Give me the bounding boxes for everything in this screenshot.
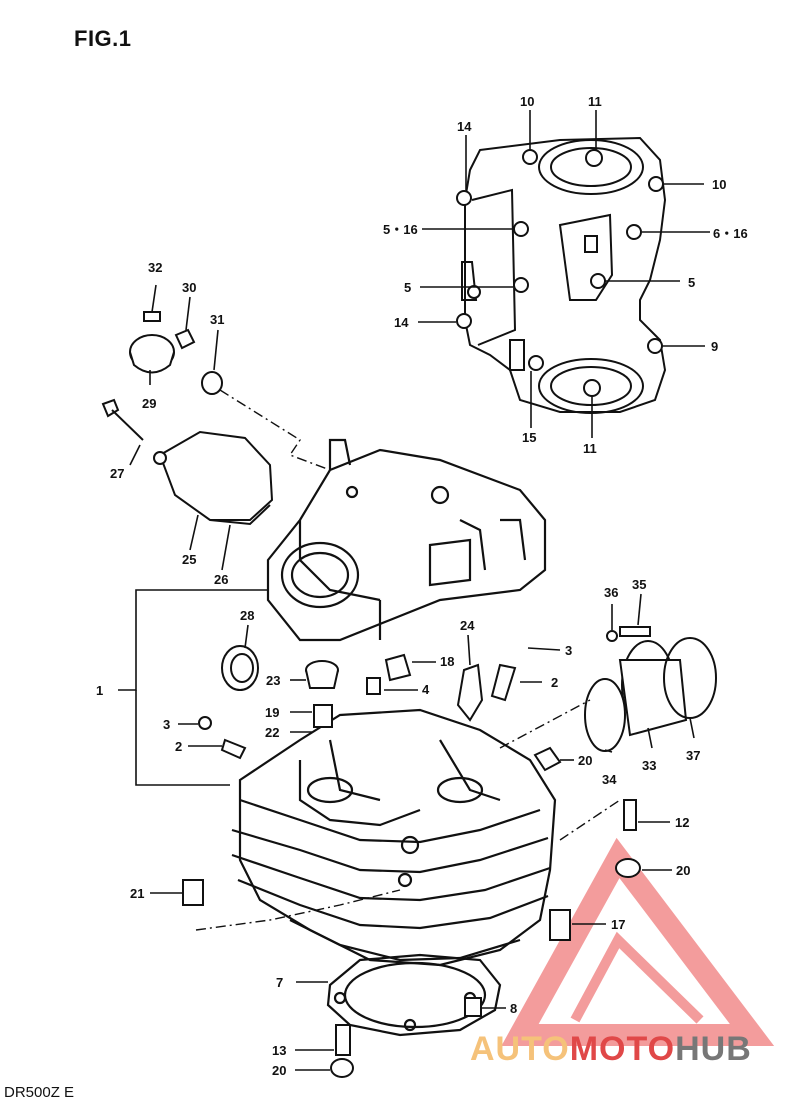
callout-20: 20: [676, 863, 690, 878]
callout-15: 15: [522, 430, 536, 445]
callout-14: 14: [394, 315, 409, 330]
watermark-auto: AUTO: [470, 1030, 570, 1068]
callout-11: 11: [583, 441, 597, 456]
cylinder-head-fins: [231, 708, 557, 967]
cylinder-head-assembly: [266, 438, 547, 642]
head-gasket: [326, 953, 502, 1037]
callout-3: 3: [565, 643, 572, 658]
callout-1: 1: [96, 683, 103, 698]
callout-27: 27: [110, 466, 124, 481]
callout-21: 21: [130, 886, 144, 901]
callout-24: 24: [460, 618, 475, 633]
callout-34: 34: [602, 772, 617, 787]
callout-17: 17: [611, 917, 625, 932]
callout-26: 26: [214, 572, 228, 587]
callout-3: 3: [163, 717, 170, 732]
callout-22: 22: [265, 725, 279, 740]
model-code: DR500Z E: [4, 1084, 75, 1101]
callout-11: 11: [588, 94, 602, 109]
callout-18: 18: [440, 654, 454, 669]
callout-4: 4: [422, 682, 430, 697]
callout-14: 14: [457, 119, 472, 134]
callout-19: 19: [265, 705, 279, 720]
callout-5: 5: [404, 280, 411, 295]
watermark-moto: MOTO: [569, 1030, 676, 1068]
figure-label: FIG.1: [74, 26, 132, 51]
callout-2: 2: [175, 739, 182, 754]
small-parts: [101, 311, 717, 1078]
head-cover-holes: [456, 149, 664, 397]
callout-10: 10: [712, 177, 726, 192]
callout-13: 13: [272, 1043, 286, 1058]
callout-10: 10: [520, 94, 534, 109]
callout-31: 31: [210, 312, 224, 327]
callout-33: 33: [642, 758, 656, 773]
callout-20: 20: [578, 753, 592, 768]
callout-30: 30: [182, 280, 196, 295]
callout-12: 12: [675, 815, 689, 830]
callout-29: 29: [142, 396, 156, 411]
callout-9: 9: [711, 339, 718, 354]
callout-8: 8: [510, 1001, 517, 1016]
head-cover-inset: [461, 136, 667, 414]
watermark-logo: [501, 837, 775, 1046]
dash-lines: [195, 389, 621, 931]
callout-32: 32: [148, 260, 162, 275]
callout-35: 35: [632, 577, 646, 592]
watermark-text: AUTOMOTOHUB: [470, 1030, 752, 1069]
callout-37: 37: [686, 748, 700, 763]
callout-7: 7: [276, 975, 283, 990]
callout-2: 2: [551, 675, 558, 690]
callout-23: 23: [266, 673, 280, 688]
callout-5: 5: [688, 275, 695, 290]
watermark-hub: HUB: [675, 1030, 752, 1068]
callout-20: 20: [272, 1063, 286, 1078]
callout-labels: 10 11 14 10 5・16 6・16 5 5 14 9 15 11 32 …: [96, 94, 748, 1078]
callout-6-16: 6・16: [713, 226, 748, 241]
callout-25: 25: [182, 552, 196, 567]
head-cover-leader-lines: [418, 110, 710, 438]
callout-28: 28: [240, 608, 254, 623]
callout-5-16: 5・16: [383, 222, 418, 237]
leader-lines: [118, 284, 695, 1071]
callout-36: 36: [604, 585, 618, 600]
